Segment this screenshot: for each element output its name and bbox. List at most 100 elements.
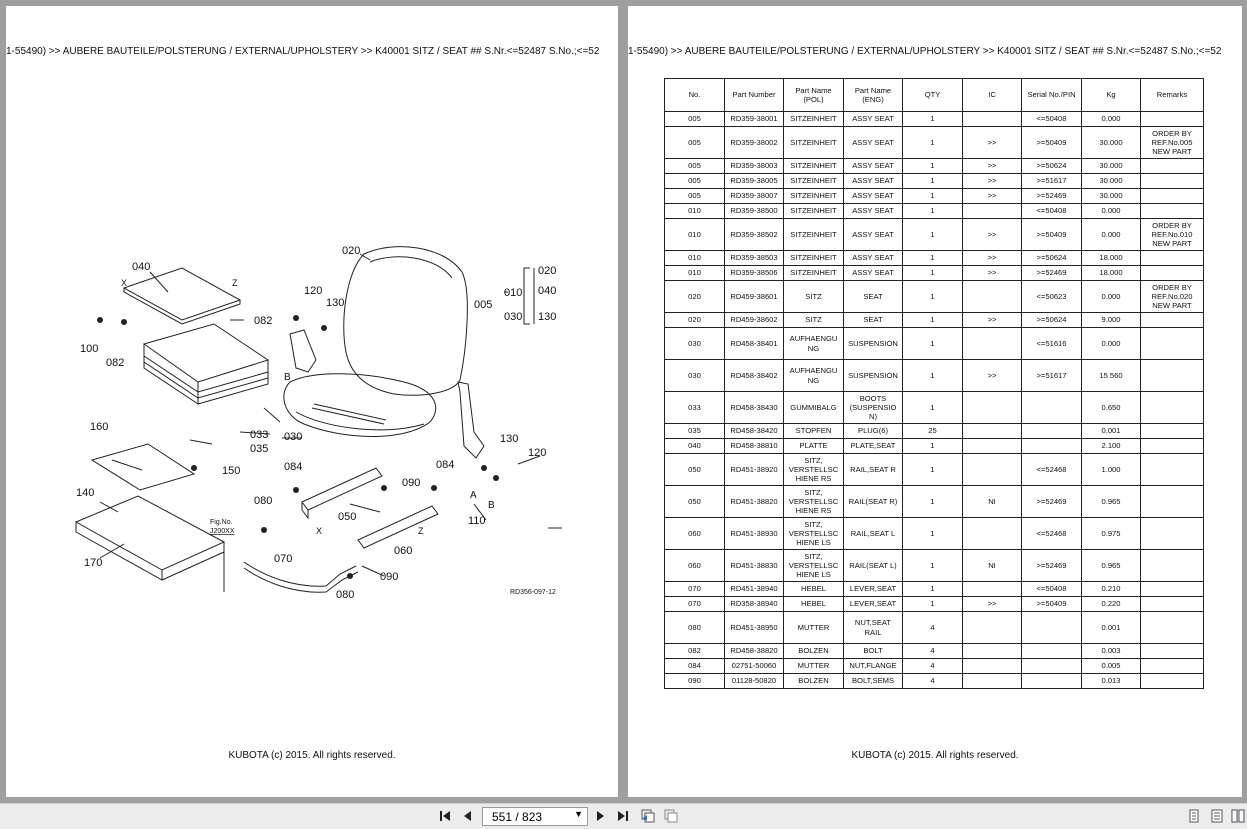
col-remarks-cell xyxy=(1140,611,1204,644)
col-qty-cell: 1 xyxy=(902,111,963,127)
callout-140: 140 xyxy=(76,487,94,499)
col-serial-cell: <=50623 xyxy=(1021,280,1082,313)
col-serial-cell: <=52468 xyxy=(1021,517,1082,550)
col-serial-cell xyxy=(1021,673,1082,689)
col-part-name-eng-cell: ASSY SEAT xyxy=(843,126,903,159)
col-qty-cell: 4 xyxy=(902,611,963,644)
callout-084-b: 084 xyxy=(436,459,454,471)
col-qty-cell: 1 xyxy=(902,517,963,550)
col-serial-cell: >=50409 xyxy=(1021,126,1082,159)
col-serial-cell: >=52469 xyxy=(1021,265,1082,281)
col-no-cell: 020 xyxy=(664,312,725,328)
col-part-name-eng-cell: ASSY SEAT xyxy=(843,265,903,281)
col-ic-cell xyxy=(962,581,1022,597)
col-ic-cell xyxy=(962,673,1022,689)
callout-020: 020 xyxy=(342,245,360,257)
col-serial-cell xyxy=(1021,643,1082,659)
first-page-icon[interactable] xyxy=(438,809,452,823)
left-document-page: 1-55490) >> AUBERE BAUTEILE/POLSTERUNG /… xyxy=(6,6,618,797)
col-serial-cell: <=50408 xyxy=(1021,581,1082,597)
col-serial-cell: >=51617 xyxy=(1021,359,1082,392)
col-no-cell: 005 xyxy=(664,126,725,159)
col-serial-cell: >=50624 xyxy=(1021,250,1082,266)
single-page-icon[interactable] xyxy=(1187,809,1201,823)
col-no-cell: 080 xyxy=(664,611,725,644)
col-part-name-eng-cell: PLATE,SEAT xyxy=(843,438,903,454)
col-qty-cell: 1 xyxy=(902,218,963,251)
page-select-dropdown[interactable]: 551 / 823 ▼ xyxy=(482,807,588,826)
col-serial-cell xyxy=(1021,423,1082,439)
col-remarks-cell xyxy=(1140,673,1204,689)
col-part-name-eng-cell: NUT,FLANGE xyxy=(843,658,903,674)
col-remarks-cell xyxy=(1140,111,1204,127)
col-qty-cell: 1 xyxy=(902,359,963,392)
col-kg-cell: 0.003 xyxy=(1081,643,1141,659)
col-kg-header: Kg xyxy=(1081,78,1141,112)
diagram-reference: RD356-097-12 xyxy=(510,589,556,596)
col-kg-cell: 0.965 xyxy=(1081,485,1141,518)
letter-b: B xyxy=(284,372,291,383)
viewer-toolbar: 551 / 823 ▼ xyxy=(0,803,1247,829)
callout-120-b: 120 xyxy=(528,447,546,459)
col-part-number-cell: RD459-38601 xyxy=(724,280,784,313)
col-qty-cell: 1 xyxy=(902,203,963,219)
callout-084: 084 xyxy=(284,461,302,473)
col-qty-cell: 1 xyxy=(902,126,963,159)
col-serial-header: Serial No./PIN xyxy=(1021,78,1082,112)
col-kg-cell: 30.000 xyxy=(1081,173,1141,189)
last-page-icon[interactable] xyxy=(616,809,630,823)
col-no-cell: 005 xyxy=(664,173,725,189)
col-part-name-eng-cell: BOLT,SEMS xyxy=(843,673,903,689)
col-kg-cell: 0.005 xyxy=(1081,658,1141,674)
col-part-number-cell: RD359-38005 xyxy=(724,173,784,189)
col-part-name-eng-cell: SUSPENSION xyxy=(843,359,903,392)
continuous-icon[interactable] xyxy=(1231,809,1245,823)
letter-a: A xyxy=(470,490,477,501)
col-serial-cell: >=50624 xyxy=(1021,158,1082,174)
col-qty-cell: 4 xyxy=(902,643,963,659)
col-part-name-pol-cell: SITZEINHEIT xyxy=(783,218,844,251)
col-kg-cell: 0.210 xyxy=(1081,581,1141,597)
col-serial-cell xyxy=(1021,391,1082,424)
col-kg-cell: 0.000 xyxy=(1081,111,1141,127)
col-ic-cell: >> xyxy=(962,158,1022,174)
double-page-icon[interactable] xyxy=(1210,809,1224,823)
col-part-name-pol-cell: PLATTE xyxy=(783,438,844,454)
col-part-name-pol-cell: GUMMIBALG xyxy=(783,391,844,424)
page-breadcrumb: 1-55490) >> AUBERE BAUTEILE/POLSTERUNG /… xyxy=(6,46,600,57)
forward-icon[interactable] xyxy=(664,809,678,823)
callout-082: 082 xyxy=(254,315,272,327)
col-kg-cell: 18.000 xyxy=(1081,265,1141,281)
col-serial-cell xyxy=(1021,438,1082,454)
col-part-number-cell: RD359-38503 xyxy=(724,250,784,266)
col-ic-cell: >> xyxy=(962,596,1022,612)
callout-080-b: 080 xyxy=(336,589,354,601)
col-kg-cell: 0.000 xyxy=(1081,218,1141,251)
col-part-name-eng-cell: BOLT xyxy=(843,643,903,659)
col-remarks-header: Remarks xyxy=(1140,78,1204,112)
col-remarks-cell xyxy=(1140,391,1204,424)
prev-page-icon[interactable] xyxy=(461,809,475,823)
col-no-header: No. xyxy=(664,78,725,112)
col-part-name-pol-cell: BOLZEN xyxy=(783,673,844,689)
callout-005: 005 xyxy=(474,299,492,311)
callout-040-b: 040 xyxy=(538,285,556,297)
col-no-cell: 090 xyxy=(664,673,725,689)
back-icon[interactable] xyxy=(641,809,655,823)
col-no-cell: 010 xyxy=(664,218,725,251)
col-no-cell: 070 xyxy=(664,596,725,612)
next-page-icon[interactable] xyxy=(593,809,607,823)
col-part-name-pol-cell: HEBEL xyxy=(783,581,844,597)
col-no-cell: 060 xyxy=(664,549,725,582)
